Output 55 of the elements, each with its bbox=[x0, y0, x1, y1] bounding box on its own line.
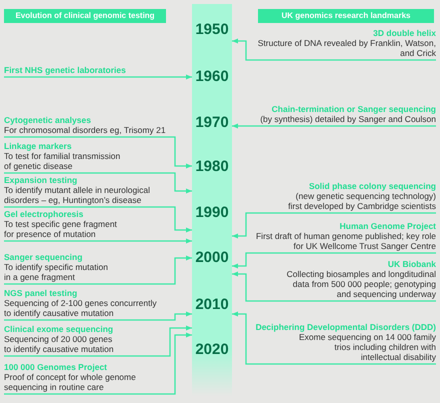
event-title: Expansion testing bbox=[4, 175, 78, 185]
column-header: UK genomics research landmarks bbox=[258, 9, 434, 23]
connector-arrow bbox=[232, 38, 436, 61]
event-title: Cytogenetic analyses bbox=[4, 115, 91, 125]
year-label: 1990 bbox=[194, 205, 230, 221]
event-description: To identify mutant allele in neurological disorders – eg, Huntington’s disease bbox=[4, 185, 152, 205]
event-description: Sequencing of 20 000 genes to identify causative mutation bbox=[4, 334, 114, 354]
year-label: 1980 bbox=[194, 159, 230, 175]
connector-arrow bbox=[4, 312, 192, 321]
event-title: Human Genome Project bbox=[340, 221, 436, 231]
connector-arrow bbox=[4, 206, 192, 232]
event-title: Chain-termination or Sanger sequencing bbox=[272, 104, 436, 114]
event-description: (by synthesis) detailed by Sanger and Coulson bbox=[260, 114, 436, 124]
year-label: 1960 bbox=[194, 69, 230, 85]
connector-arrow bbox=[4, 256, 192, 285]
event-title: Sanger sequencing bbox=[4, 252, 82, 262]
event-title: Solid phase colony sequencing bbox=[308, 181, 436, 191]
connector-arrow bbox=[4, 238, 192, 244]
event-description: First draft of human genome published; key role for UK Wellcome Trust Sanger Centre bbox=[254, 231, 436, 251]
event-description: To test for familial transmission of genetic disease bbox=[4, 151, 122, 171]
connector-arrow bbox=[232, 124, 436, 128]
column-header: Evolution of clinical genomic testing bbox=[4, 9, 166, 23]
event-description: For chromosomal disorders eg, Trisomy 21 bbox=[4, 125, 166, 135]
event-title: First NHS genetic laboratories bbox=[4, 65, 126, 75]
year-label: 1970 bbox=[194, 115, 230, 131]
connector-arrow bbox=[4, 172, 192, 194]
year-label: 1950 bbox=[194, 22, 230, 38]
connector-arrow bbox=[232, 212, 436, 238]
connector-arrow bbox=[4, 136, 192, 168]
connector-arrow bbox=[4, 332, 192, 395]
year-label: 2020 bbox=[194, 342, 230, 358]
event-description: Proof of concept for whole genome sequencing in routine care bbox=[4, 372, 137, 392]
year-label: 2000 bbox=[194, 250, 230, 266]
timeline-bar bbox=[192, 4, 232, 396]
connector-arrow bbox=[232, 252, 436, 268]
connector-arrow bbox=[4, 326, 192, 357]
event-title: UK Biobank bbox=[388, 259, 436, 269]
event-description: To identify specific mutation in a gene fragment bbox=[4, 262, 109, 282]
event-description: Sequencing of 2-100 genes concurrently to identify causative mutation bbox=[4, 298, 158, 318]
event-title: Gel electrophoresis bbox=[4, 209, 84, 219]
event-title: 100 000 Genomes Project bbox=[4, 362, 108, 372]
event-title: Linkage markers bbox=[4, 141, 72, 151]
event-title: Clinical exome sequencing bbox=[4, 324, 114, 334]
connector-arrow bbox=[232, 272, 436, 302]
event-description: Collecting biosamples and longditudinal data from 500 000 people; genotyping and sequencing underway bbox=[286, 269, 436, 299]
event-description: Structure of DNA revealed by Franklin, Watson, and Crick bbox=[256, 38, 436, 58]
event-title: 3D double helix bbox=[373, 28, 436, 38]
event-description: To test specific gene fragment for presence of mutation bbox=[4, 219, 118, 239]
connector-arrow bbox=[232, 312, 436, 365]
event-title: Deciphering Developmental Disorders (DDD) bbox=[256, 322, 436, 332]
event-description: (new genetic sequencing technology) first developed by Cambridge scientists bbox=[287, 191, 436, 211]
event-description: Exome sequencing on 14 000 family trios including children with intellectual disability bbox=[298, 332, 436, 362]
event-title: NGS panel testing bbox=[4, 288, 78, 298]
year-label: 2010 bbox=[194, 297, 230, 313]
connector-arrow bbox=[4, 74, 192, 80]
